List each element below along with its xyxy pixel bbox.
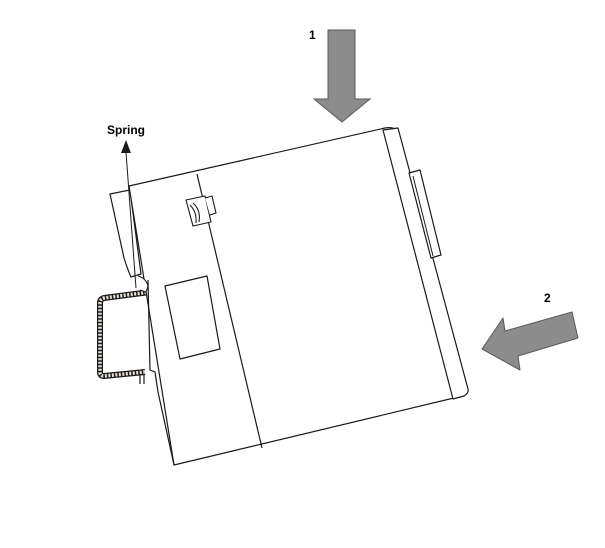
spring-latch-hook bbox=[137, 275, 149, 293]
spring-indicator: Spring bbox=[107, 123, 145, 289]
spring-arrow-line bbox=[125, 151, 137, 289]
arrow-2-shape bbox=[481, 311, 579, 371]
label-window bbox=[164, 275, 221, 360]
arrow-2-label: 2 bbox=[544, 291, 551, 305]
spring-label: Spring bbox=[107, 123, 145, 137]
arrow-1-shape bbox=[312, 29, 372, 123]
din-rail-profile bbox=[97, 289, 151, 379]
spring-arrow-head bbox=[121, 140, 131, 153]
front-panel bbox=[382, 127, 469, 400]
device-housing bbox=[109, 126, 469, 466]
housing-step bbox=[147, 279, 175, 466]
arrow-1-label: 1 bbox=[309, 28, 316, 42]
arrow-2: 2 bbox=[481, 291, 579, 371]
top-clip bbox=[185, 195, 217, 227]
din-rail bbox=[97, 289, 151, 384]
arrow-1: 1 bbox=[309, 28, 372, 123]
